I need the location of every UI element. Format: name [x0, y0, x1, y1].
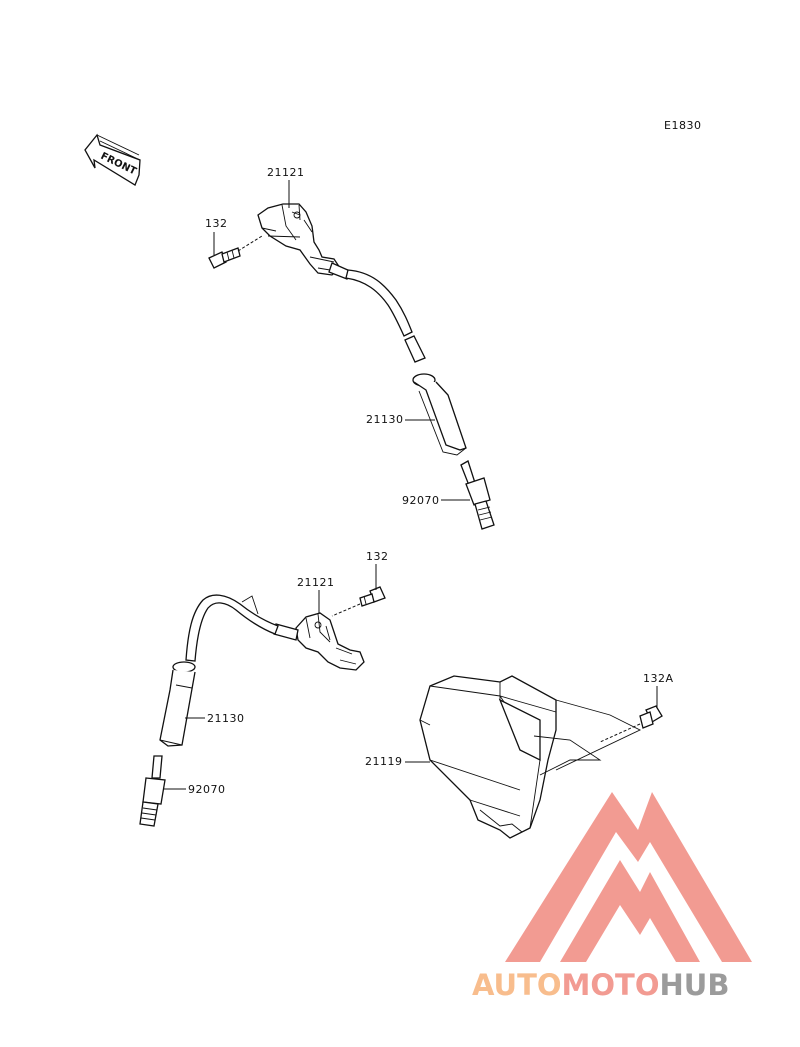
callout-upper-spark-plug: 92070 — [402, 494, 440, 507]
logo-moto: MOTO — [562, 968, 660, 1002]
igniter-bolt — [639, 705, 663, 729]
logo-auto: AUTO — [472, 968, 562, 1002]
upper-plug-lead — [345, 269, 413, 337]
upper-lead-end — [404, 335, 426, 363]
callout-igniter-bolt: 132A — [643, 672, 674, 685]
front-arrow-icon: FRONT — [84, 133, 141, 186]
upper-spark-plug — [460, 460, 495, 530]
lower-bolt — [359, 586, 386, 607]
upper-ignition-coil — [257, 203, 351, 280]
automotohub-logo: AUTOMOTOHUB — [472, 792, 752, 1002]
callout-lower-bolt: 132 — [366, 550, 389, 563]
callout-igniter-unit: 21119 — [365, 755, 403, 768]
svg-text:AUTOMOTOHUB: AUTOMOTOHUB — [472, 968, 729, 1002]
upper-bolt — [208, 247, 241, 269]
diagram-code: E1830 — [664, 119, 701, 132]
logo-hub: HUB — [660, 968, 730, 1002]
lower-ignition-coil — [273, 612, 365, 671]
callout-upper-coil: 21121 — [267, 166, 305, 179]
lower-plug-lead — [185, 594, 279, 662]
callout-upper-plug-cap: 21130 — [366, 413, 404, 426]
callout-upper-bolt: 132 — [205, 217, 228, 230]
callout-lower-spark-plug: 92070 — [188, 783, 226, 796]
upper-plug-cap — [412, 373, 467, 456]
callout-lower-plug-cap: 21130 — [207, 712, 245, 725]
lower-plug-cap — [159, 661, 196, 747]
igniter-unit — [419, 675, 642, 839]
callout-lower-coil: 21121 — [297, 576, 335, 589]
lower-spark-plug — [139, 755, 166, 827]
